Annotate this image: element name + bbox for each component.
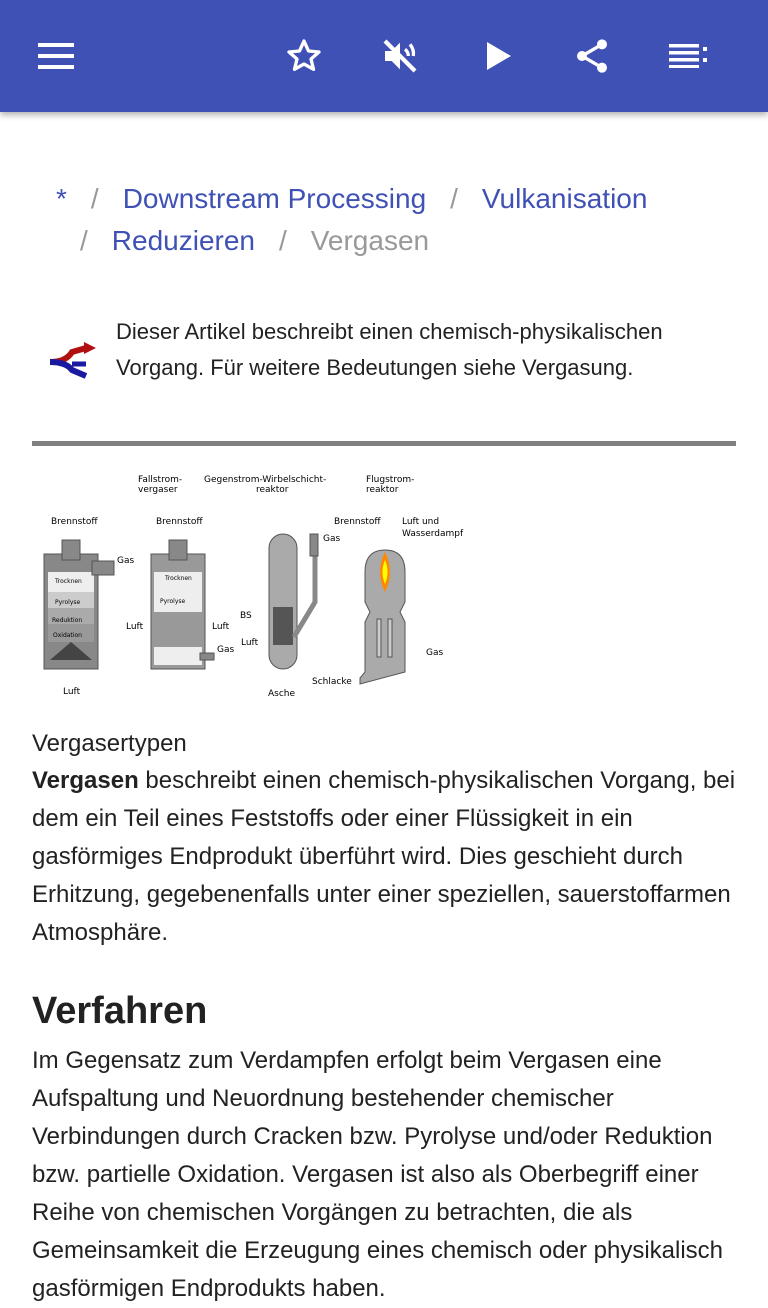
- list-icon: [669, 44, 707, 68]
- label: reaktor: [366, 485, 399, 495]
- label: Oxidation: [53, 632, 82, 639]
- label: Asche: [268, 689, 295, 699]
- disambiguation-icon: [49, 342, 96, 379]
- label: Trocknen: [54, 578, 82, 585]
- breadcrumb-downstream-processing[interactable]: Downstream Processing: [122, 183, 427, 214]
- gasifier-types-figure: Fallstrom- vergaser Gegenstrom-Wirbelsch…: [43, 475, 464, 699]
- label: Wasserdampf: [402, 529, 464, 539]
- menu-button[interactable]: [32, 32, 80, 80]
- label: Luft: [63, 687, 81, 697]
- label: BS: [240, 611, 252, 621]
- label: Brennstoff: [156, 517, 203, 527]
- label: Gas: [217, 645, 234, 655]
- share-icon: [577, 39, 607, 73]
- section-heading: Verfahren: [32, 990, 208, 1032]
- label: Pyrolyse: [160, 598, 186, 605]
- star-icon: [287, 39, 321, 72]
- breadcrumb-separator: /: [80, 225, 88, 256]
- label: vergaser: [138, 485, 178, 495]
- breadcrumb-root[interactable]: *: [56, 183, 67, 214]
- label: Luft: [212, 622, 230, 632]
- label: Gas: [117, 556, 134, 566]
- figure-caption: Vergasertypen: [32, 730, 187, 757]
- breadcrumb-separator: /: [450, 183, 458, 214]
- breadcrumb-separator: /: [278, 225, 287, 256]
- breadcrumb-current: Vergasen: [310, 225, 430, 256]
- app-bar: [0, 0, 768, 112]
- label: Luft: [241, 638, 259, 648]
- label: Fallstrom-: [138, 475, 182, 485]
- breadcrumb-vulkanisation[interactable]: Vulkanisation: [481, 183, 648, 214]
- play-icon: [487, 42, 511, 70]
- play-button[interactable]: [474, 32, 522, 80]
- hatnote: Dieser Artikel beschreibt einen chemisch…: [32, 314, 736, 446]
- label: Gegenstrom-Wirbelschicht-: [204, 475, 326, 485]
- hatnote-text: Dieser Artikel beschreibt einen chemisch…: [116, 319, 663, 380]
- label: Luft: [126, 622, 144, 632]
- share-button[interactable]: [568, 32, 616, 80]
- label: Flugstrom-: [366, 475, 414, 485]
- label: Luft und: [402, 517, 439, 527]
- breadcrumb-separator: /: [90, 183, 99, 214]
- label: Gas: [426, 648, 443, 658]
- intro-term: Vergasen: [32, 767, 139, 794]
- contents-button[interactable]: [664, 32, 712, 80]
- label: Gas: [323, 534, 340, 544]
- label: Reduktion: [52, 617, 82, 624]
- section-paragraph: Im Gegensatz zum Verdampfen erfolgt beim…: [32, 1047, 724, 1302]
- breadcrumb-reduzieren[interactable]: Reduzieren: [111, 225, 255, 256]
- bookmark-button[interactable]: [280, 32, 328, 80]
- label: reaktor: [256, 485, 289, 495]
- intro-paragraph: Vergasen beschreibt einen chemisch-physi…: [32, 762, 742, 952]
- mute-button[interactable]: [376, 32, 424, 80]
- label: Schlacke: [312, 677, 352, 687]
- volume-off-icon: [383, 39, 417, 73]
- intro-text: beschreibt einen chemisch-physikalischen…: [32, 767, 736, 946]
- label: Trocknen: [164, 575, 192, 582]
- menu-icon: [38, 43, 74, 69]
- breadcrumb: * / Downstream Processing / Vulkanisation / R…: [32, 178, 742, 262]
- label: Brennstoff: [51, 517, 98, 527]
- label: Brennstoff: [334, 517, 381, 527]
- label: Pyrolyse: [55, 599, 81, 606]
